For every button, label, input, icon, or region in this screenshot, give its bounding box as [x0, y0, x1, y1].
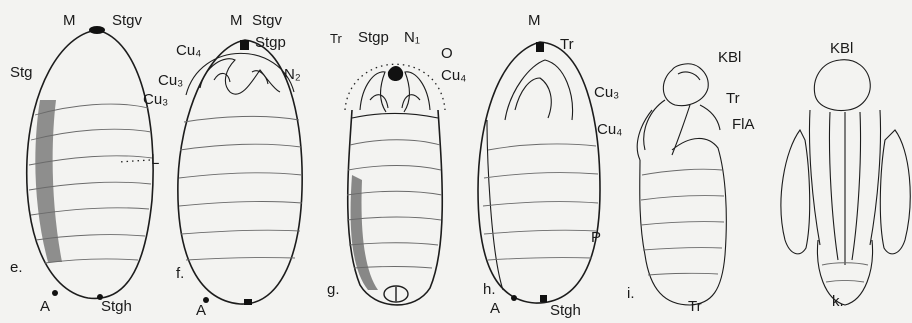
label-h-stgh: Stgh: [550, 303, 581, 318]
label-e-stgh: Stgh: [101, 299, 132, 314]
label-k-letter: k.: [832, 294, 844, 309]
label-f-stgp: Stgp: [255, 35, 286, 50]
label-e-l: L: [151, 152, 159, 167]
label-f-letter: f.: [176, 266, 184, 281]
drawing-i-free-pupa: [637, 64, 726, 305]
label-e-m: M: [63, 13, 76, 28]
label-f-cu4: Cu₄: [176, 43, 201, 58]
label-g-letter: g.: [327, 282, 340, 297]
label-h-tr: Tr: [560, 37, 574, 52]
label-g-tr: Tr: [330, 32, 342, 45]
drawing-h-pupa-side: [478, 42, 600, 303]
label-h-cu3: Cu₃: [594, 85, 619, 100]
label-i-tr2: Tr: [688, 299, 702, 314]
label-f-n2: N₂: [284, 67, 301, 82]
label-g-o: O: [441, 46, 453, 61]
label-i-tr: Tr: [726, 91, 740, 106]
label-g-stgp: Stgp: [358, 30, 389, 45]
label-f-cu3: Cu₃: [158, 73, 183, 88]
label-e-stg: Stg: [10, 65, 33, 80]
label-e-letter: e.: [10, 260, 23, 275]
label-h-letter: h.: [483, 282, 496, 297]
label-i-letter: i.: [627, 286, 635, 301]
label-e-a: A: [40, 299, 50, 314]
label-g-n1: N₁: [404, 30, 420, 45]
drawing-g-pupa-in-puparium: [345, 64, 445, 305]
label-h-p: P: [591, 230, 601, 245]
label-f-a: A: [196, 303, 206, 318]
label-f-stgv: Stgv: [252, 13, 282, 28]
label-i-fia: FlA: [732, 117, 755, 132]
drawing-k-pupa-ventral: [781, 60, 910, 305]
label-h-m: M: [528, 13, 541, 28]
label-i-kbl: KBl: [718, 50, 741, 65]
label-g-cu4: Cu₄: [441, 68, 466, 83]
drawing-e-puparium: [27, 26, 153, 300]
label-h-a: A: [490, 301, 500, 316]
label-h-cu4: Cu₄: [597, 122, 622, 137]
label-e-stgv: Stgv: [112, 13, 142, 28]
label-k-kbl: KBl: [830, 41, 853, 56]
label-f-m: M: [230, 13, 243, 28]
label-e-cu3: Cu₃: [143, 92, 168, 107]
